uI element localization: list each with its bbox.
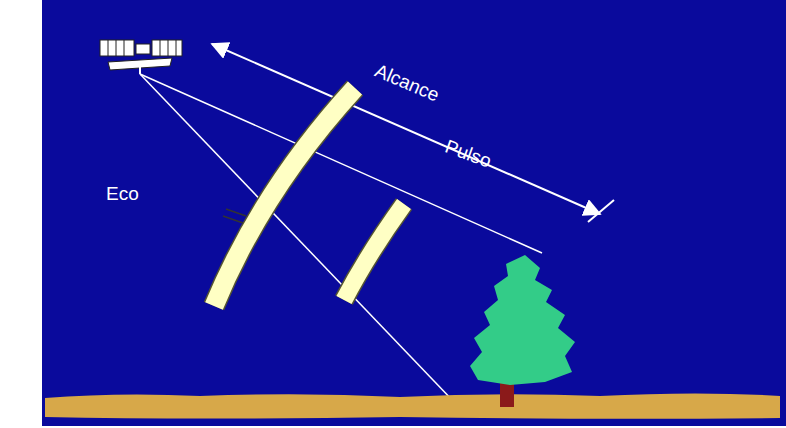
satellite-symbol [100,40,182,74]
echo-arc [214,88,355,306]
echo-arc-outline [214,88,355,306]
ground [45,394,780,419]
background [42,0,786,426]
range-tick [588,200,614,222]
tree [470,255,575,385]
pulse-arc [344,204,404,300]
echo-mark [226,209,246,216]
beam-line [140,74,456,404]
echo-mark [223,216,243,223]
label-text: Eco [106,184,139,203]
pulse-arc-outline [344,204,404,300]
